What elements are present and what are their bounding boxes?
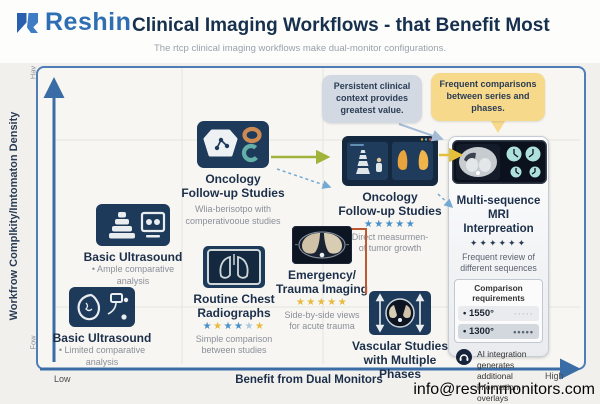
star-rating: ✦✦✦✦✦✦ xyxy=(469,238,528,249)
panel-note: Frequent review of xyxy=(462,252,535,263)
star-rating: ★★★★★ xyxy=(295,297,349,309)
comparison-row-1300: • 1300° ••••• xyxy=(458,324,539,340)
card-title: Follow-up Studies xyxy=(181,186,285,201)
card-note: Simple comparison xyxy=(195,333,273,344)
card-title: Emergency/ xyxy=(287,268,357,282)
card-basic-ultrasound-mid: Basic Ultrasound • Ample comparative ana… xyxy=(79,204,187,287)
comparison-box-title: Comparison requirements xyxy=(472,283,525,304)
card-note: Direct measurmen- xyxy=(351,231,429,242)
card-note: between studies xyxy=(201,345,267,356)
ultrasound-probe-icon xyxy=(69,287,135,327)
vascular-phases-icon xyxy=(369,291,431,335)
oncology-comparison-screens-icon xyxy=(342,136,438,186)
card-note: • Ample comparative analysis xyxy=(91,264,175,286)
reshin-logo-icon xyxy=(17,12,38,33)
ct-scan-icon xyxy=(292,226,352,264)
rating-dots: ····· xyxy=(514,308,534,319)
card-title: with Multiple Phases xyxy=(363,353,437,382)
card-oncology-followup-left: Oncology Follow-up Studies Wlia-berisotp… xyxy=(179,121,287,227)
card-basic-ultrasound-low: Basic Ultrasound • Limited comparative a… xyxy=(46,287,158,368)
card-title: Oncology xyxy=(362,190,418,204)
card-oncology-followup-right: Oncology Follow-up Studies ★★★★★ Direct … xyxy=(335,136,445,255)
star-rating: ★★★★★★ xyxy=(202,321,266,333)
rating-dots: ••••• xyxy=(513,326,534,337)
page-subtitle: The rtcp clinical imaging workflows make… xyxy=(154,43,446,54)
ultrasound-machine-icon xyxy=(96,204,170,246)
brand-name: Reshin xyxy=(45,8,132,36)
star-rating: ★★★★★ xyxy=(363,219,417,231)
panel-title: Multi-sequence xyxy=(456,195,541,207)
card-title: Oncology xyxy=(205,172,261,186)
callout-frequent-comparisons: Frequent comparisons between series and … xyxy=(431,73,545,121)
contact-email[interactable]: info@reshinmonitors.com xyxy=(413,381,595,398)
card-title: Follow-up Studies xyxy=(338,204,442,219)
card-vascular-studies: Vascular Studies with Multiple Phases xyxy=(347,291,453,381)
panel-title: MRI Interpreation xyxy=(463,208,534,235)
card-title: Vascular Studies xyxy=(351,339,449,353)
card-note: Side-by-side views xyxy=(284,309,360,320)
y-axis-label: Workfrow Complkity/Imtomaton Density xyxy=(8,111,20,321)
y-axis-low-tick: Fow xyxy=(28,335,38,350)
header: Reshin Clinical Imaging Workflows - that… xyxy=(0,0,600,63)
card-emergency-trauma: Emergency/ Trauma Imaging ★★★★★ Side-by-… xyxy=(271,226,373,333)
x-axis-label: Benefit from Dual Monitors xyxy=(235,374,383,386)
mri-monitor-icon xyxy=(452,140,547,184)
ai-headset-icon xyxy=(456,349,472,366)
page-title: Clinical Imaging Workflows - that Benefi… xyxy=(132,15,550,36)
card-title: Basic Ultrasound xyxy=(83,250,183,264)
panel-multi-sequence-mri: Multi-sequence MRI Interpreation ✦✦✦✦✦✦ … xyxy=(448,136,549,403)
card-routine-chest: Routine Chest Radiographs ★★★★★★ Simple … xyxy=(181,246,287,357)
card-note: • Limited comparative analysis xyxy=(58,345,146,367)
chest-xray-icon xyxy=(203,246,265,288)
y-axis-high-tick: Hav xyxy=(28,65,38,80)
x-axis-low-tick: Low xyxy=(54,374,71,384)
ai-note-text: AI integration generates additional info… xyxy=(477,349,527,404)
card-title: Basic Ultrasound xyxy=(52,331,152,345)
monitor-model-label: • 1300° xyxy=(463,326,494,338)
ai-note-row: AI integration generates additional info… xyxy=(456,349,543,404)
card-title: Trauma Imaging xyxy=(275,282,369,297)
card-title: Routine Chest xyxy=(193,292,275,306)
card-note: of tumor growth xyxy=(358,243,422,254)
oncology-molecule-icon xyxy=(197,121,269,168)
card-note: comperativooue studies xyxy=(185,215,281,226)
comparison-row-1550: • 1550° ····· xyxy=(458,306,539,322)
card-note: for acute trauma xyxy=(289,321,355,332)
panel-note: different sequences xyxy=(460,263,537,274)
card-note: Wlia-berisotpo with xyxy=(194,204,272,215)
card-title: Radiographs xyxy=(197,306,271,321)
monitor-model-label: • 1550° xyxy=(463,308,494,320)
logo: Reshin xyxy=(14,8,131,37)
callout-persistent-context: Persistent clinical context provides gre… xyxy=(322,75,422,123)
comparison-requirements-box: Comparison requirements • 1550° ····· • … xyxy=(454,279,543,344)
x-axis-high-tick: High xyxy=(545,371,564,381)
